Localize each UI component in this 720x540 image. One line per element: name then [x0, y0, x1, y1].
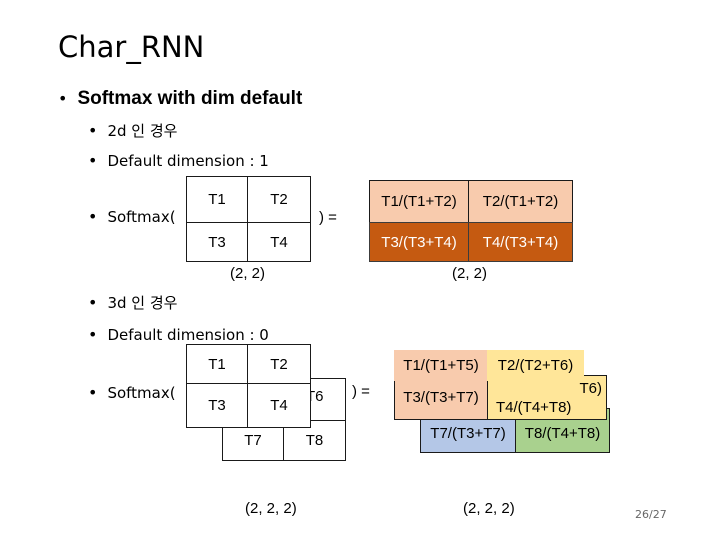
bullet-default1: • Default dimension : 1 — [88, 151, 269, 170]
slide-title: Char_RNN — [58, 30, 205, 64]
output-3d-mid-t4: T4/(T4+T8) — [496, 399, 572, 416]
output-3d-mid-cell: T3/(T3+T7) — [394, 375, 488, 420]
input-3d-front-cell: T3 — [186, 383, 248, 428]
input-3d-front-cell: T2 — [247, 344, 311, 384]
output-3d-front-cell: T2/(T2+T6) — [487, 350, 584, 381]
softmax-label-3d: • Softmax( — [88, 383, 176, 402]
input-2d-cell: T4 — [247, 222, 311, 262]
bullet-3d-text: 3d 인 경우 — [107, 294, 178, 312]
shape-out-3d: (2, 2, 2) — [463, 500, 515, 517]
bullet-dot: • — [88, 293, 98, 312]
input-3d-front-cell: T4 — [247, 383, 311, 428]
bullet-default1-text: Default dimension : 1 — [107, 152, 269, 170]
output-2d-cell: T3/(T3+T4) — [369, 222, 469, 262]
input-3d-front-cell: T1 — [186, 344, 248, 384]
output-2d-cell: T1/(T1+T2) — [369, 180, 469, 223]
bullet-dot: • — [88, 121, 98, 140]
close-eq-3d: ) = — [352, 383, 370, 400]
output-3d-front-cell: T1/(T1+T5) — [394, 350, 488, 381]
bullet-dot: • — [88, 325, 98, 344]
output-2d-cell: T4/(T3+T4) — [468, 222, 573, 262]
output-3d-mid-cell: T6) — [487, 375, 607, 420]
output-2d-cell: T2/(T1+T2) — [468, 180, 573, 223]
shape-in-3d: (2, 2, 2) — [245, 500, 297, 517]
softmax-label-2d: • Softmax( — [88, 207, 176, 226]
input-2d-cell: T3 — [186, 222, 248, 262]
input-2d-cell: T2 — [247, 176, 311, 223]
page-number: 26/27 — [635, 508, 667, 521]
bullet-2d: • 2d 인 경우 — [88, 120, 177, 141]
bullet-2d-text: 2d 인 경우 — [107, 122, 178, 140]
bullet-3d: • 3d 인 경우 — [88, 292, 177, 313]
bullet-default0-text: Default dimension : 0 — [107, 326, 269, 344]
shape-in-2d: (2, 2) — [230, 265, 266, 282]
bullet-default0: • Default dimension : 0 — [88, 325, 269, 344]
bullet-main-text: Softmax with dim default — [77, 88, 303, 109]
shape-out-2d: (2, 2) — [452, 265, 488, 282]
bullet-dot: • — [88, 151, 98, 170]
input-2d-cell: T1 — [186, 176, 248, 223]
softmax-open-3d: Softmax( — [107, 384, 176, 402]
input-3d-back-cell: T8 — [283, 420, 346, 461]
bullet-dot: • — [88, 383, 98, 402]
softmax-open-2d: Softmax( — [107, 208, 176, 226]
close-eq-2d: ) = — [319, 209, 337, 226]
bullet-dot: • — [88, 207, 98, 226]
bullet-main: • Softmax with dim default — [58, 88, 302, 110]
bullet-dot: • — [58, 89, 68, 108]
